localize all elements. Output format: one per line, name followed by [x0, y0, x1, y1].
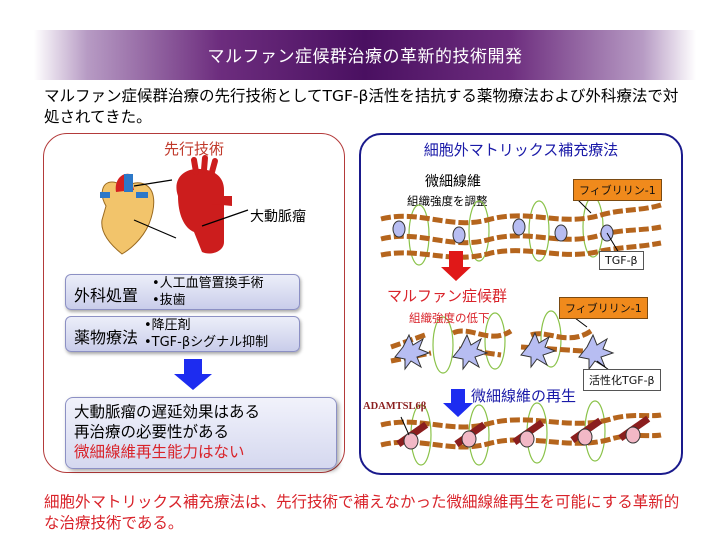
prior-art-panel: 先行技術 大動脈瘤 外科処置 •人工血管置換手術 •抜歯 薬物療法 •降圧剤 •…	[43, 133, 345, 473]
stage2-fibrils	[390, 310, 615, 374]
result-line-1: 大動脈瘤の遅延効果はある	[74, 403, 261, 421]
title-banner: マルファン症候群治療の革新的技術開発	[34, 30, 696, 80]
stage2-title: マルファン症候群	[387, 287, 508, 305]
ecm-therapy-title: 細胞外マトリックス補充療法	[423, 141, 619, 159]
result-line-2: 再治療の必要性がある	[74, 423, 230, 441]
heart-aorta-illustration	[100, 155, 249, 255]
microfibril-diagram	[380, 196, 662, 466]
stage2-subtitle: 組織強度の低下	[409, 311, 490, 325]
footer-text: 細胞外マトリックス補充療法は、先行技術で補えなかった微細線維再生を可能にする革新…	[44, 493, 680, 532]
down-arrow-left	[174, 359, 212, 390]
stage1-fibrillin-tag: フィブリリン-1	[573, 179, 662, 201]
stage1-title: 微細線維	[425, 174, 481, 190]
stage1-tgf-tag: TGF-β	[599, 251, 644, 270]
stage3-fibrils	[380, 400, 662, 466]
prior-art-title: 先行技術	[163, 140, 224, 158]
surgery-item-1: •人工血管置換手術	[152, 276, 264, 291]
slide-title: マルファン症候群治療の革新的技術開発	[207, 47, 523, 67]
surgery-label: 外科処置	[74, 286, 139, 305]
intro-text: マルファン症候群治療の先行技術としてTGF-β活性を拮抗する薬物療法および外科療…	[44, 87, 679, 126]
drug-box: 薬物療法 •降圧剤 •TGF-βシグナル抑制	[65, 316, 300, 352]
stage3-title: 微細線維の再生	[471, 387, 577, 405]
surgery-box: 外科処置 •人工血管置換手術 •抜歯	[65, 274, 300, 310]
stage2-fibrillin-tag: フィブリリン-1	[559, 297, 648, 319]
drug-item-1: •降圧剤	[144, 318, 191, 333]
prior-art-result-box: 大動脈瘤の遅延効果はある 再治療の必要性がある 微細線維再生能力はない	[65, 397, 337, 469]
aorta-label: 大動脈瘤	[250, 209, 306, 225]
stage2-tgf-tag: 活性化TGF-β	[583, 369, 661, 391]
stage1-subtitle: 組織強度を調整	[407, 194, 488, 208]
adamtsl6-label: ADAMTSL6β	[363, 401, 427, 412]
drug-label: 薬物療法	[74, 328, 139, 347]
drug-item-2: •TGF-βシグナル抑制	[144, 335, 269, 350]
result-line-3: 微細線維再生能力はない	[74, 443, 245, 461]
ecm-therapy-panel: 細胞外マトリックス補充療法 微細線維 組織強度を調整	[359, 133, 683, 475]
stage1-fibrils	[380, 196, 662, 266]
surgery-item-2: •抜歯	[152, 293, 186, 308]
